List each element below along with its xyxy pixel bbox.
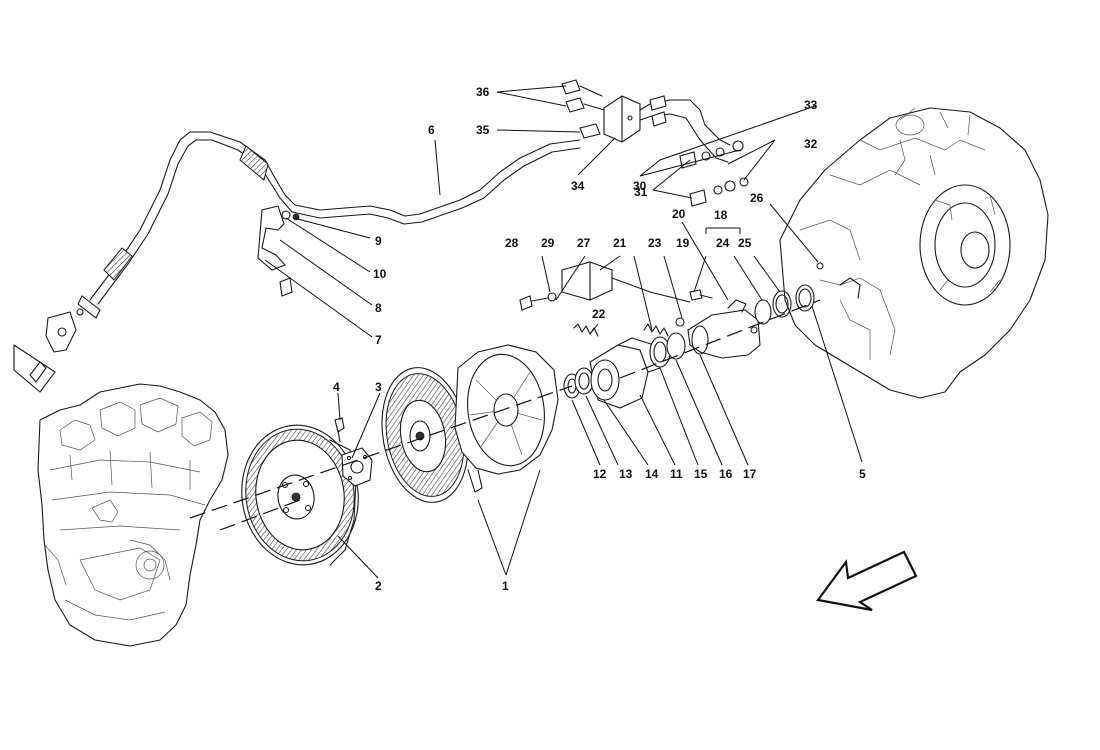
callout-21: 21 bbox=[613, 236, 627, 250]
washer-29 bbox=[547, 292, 557, 302]
spring-21 bbox=[643, 323, 669, 337]
engine-block bbox=[37, 383, 229, 647]
callout-18: 18 bbox=[714, 208, 728, 222]
callout-4: 4 bbox=[333, 380, 340, 394]
bolt-28 bbox=[519, 295, 549, 311]
callout-24: 24 bbox=[716, 236, 730, 250]
flywheel-bolt bbox=[334, 417, 345, 443]
hose-bracket-left bbox=[13, 311, 77, 393]
callout-30: 30 bbox=[633, 179, 647, 193]
callout-20: 20 bbox=[672, 207, 686, 221]
bearing-ring-13 bbox=[574, 367, 594, 395]
callout-35: 35 bbox=[476, 123, 490, 137]
pressure-plate bbox=[454, 344, 559, 493]
bleed-connector bbox=[561, 261, 691, 303]
washer-26 bbox=[816, 262, 824, 270]
callout-10: 10 bbox=[373, 267, 387, 281]
o-ring-5 bbox=[795, 284, 815, 312]
callout-16: 16 bbox=[719, 467, 733, 481]
o-ring-25 bbox=[772, 290, 792, 318]
screw-23 bbox=[675, 317, 685, 327]
callout-17: 17 bbox=[743, 467, 757, 481]
callout-15: 15 bbox=[694, 467, 708, 481]
callout-2: 2 bbox=[375, 579, 382, 593]
outlet-pipes bbox=[639, 95, 731, 163]
spring-22 bbox=[573, 323, 599, 337]
callout-1: 1 bbox=[502, 579, 509, 593]
seal-ring-15 bbox=[649, 336, 671, 368]
callout-9: 9 bbox=[375, 234, 382, 248]
bolt-35 bbox=[579, 123, 601, 139]
hose-clip-bracket bbox=[257, 205, 300, 297]
callout-34: 34 bbox=[571, 179, 585, 193]
callout-14: 14 bbox=[645, 467, 659, 481]
junction-block bbox=[603, 95, 641, 143]
screw-19 bbox=[689, 289, 713, 301]
callout-7: 7 bbox=[375, 333, 382, 347]
callout-22: 22 bbox=[592, 307, 606, 321]
flywheel bbox=[241, 424, 359, 566]
gearbox-housing bbox=[779, 107, 1049, 399]
callout-13: 13 bbox=[619, 467, 633, 481]
o-ring-24 bbox=[754, 299, 772, 325]
callout-28: 28 bbox=[505, 236, 519, 250]
callout-3: 3 bbox=[375, 380, 382, 394]
callout-25: 25 bbox=[738, 236, 752, 250]
leader-lines bbox=[264, 85, 863, 579]
banjo-bolt-upper bbox=[679, 140, 744, 169]
slave-cylinder bbox=[687, 299, 761, 359]
direction-arrow bbox=[816, 550, 918, 612]
callout-19: 19 bbox=[676, 236, 690, 250]
callout-12: 12 bbox=[593, 467, 607, 481]
callout-5: 5 bbox=[859, 467, 866, 481]
callout-29: 29 bbox=[541, 236, 555, 250]
callout-labels: 36 35 6 34 30 31 33 32 26 20 18 28 29 27… bbox=[333, 85, 866, 593]
callout-32: 32 bbox=[804, 137, 818, 151]
callout-31: 31 bbox=[634, 185, 648, 199]
callout-8: 8 bbox=[375, 301, 382, 315]
callout-23: 23 bbox=[648, 236, 662, 250]
callout-6: 6 bbox=[428, 123, 435, 137]
assembly-axes bbox=[189, 299, 821, 531]
callout-33: 33 bbox=[804, 98, 818, 112]
union-fittings-36 bbox=[561, 79, 605, 113]
callout-26: 26 bbox=[750, 191, 764, 205]
clutch-hydraulic-hose bbox=[76, 131, 581, 319]
release-bearing bbox=[589, 337, 661, 409]
callout-11: 11 bbox=[670, 467, 683, 481]
callout-27: 27 bbox=[577, 236, 591, 250]
clutch-disc bbox=[381, 367, 469, 503]
callout-36: 36 bbox=[476, 85, 490, 99]
seal-ring-16 bbox=[666, 332, 686, 360]
banjo-bolt-lower bbox=[689, 177, 749, 207]
